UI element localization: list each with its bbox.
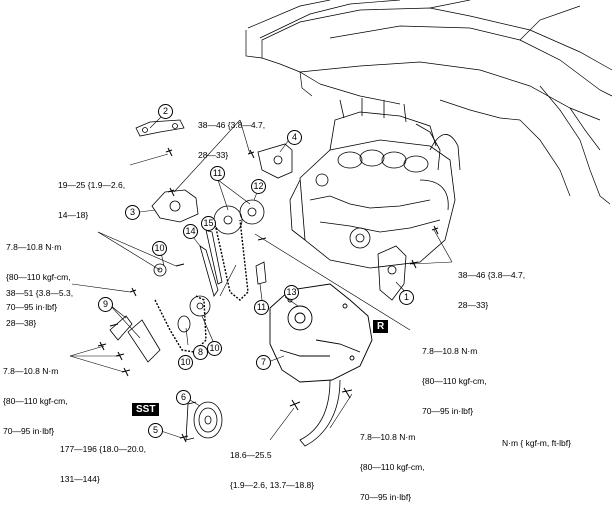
engine-bay-outline: [245, 0, 613, 205]
part-callout-11b: 11: [254, 300, 269, 315]
torque-line: 70—95 in·lbf}: [422, 406, 474, 416]
r-tag: R: [373, 320, 389, 333]
part-callout-9: 9: [98, 297, 113, 312]
part-callout-7: 7: [256, 355, 271, 370]
part-callout-15: 15: [201, 216, 216, 231]
part-callout-3: 3: [125, 205, 140, 220]
torque-line: 70—95 in·lbf}: [360, 492, 412, 502]
part-1-bracket: [377, 245, 407, 301]
torque-label-bracket-2-bolt: 19—25 {1.9—2.6, 14—18}: [58, 160, 125, 240]
torque-line: {80—110 kgf-cm,: [3, 396, 68, 406]
torque-label-mount-bolts: 38—46 {3.8—4.7, 28—33}: [458, 250, 525, 330]
tensioner: [127, 319, 161, 363]
units-note: N·m { kgf-m, ft-lbf}: [502, 438, 571, 448]
torque-label-pipe-bolt: 18.6—25.5 {1.9—2.6, 13.7—18.8}: [230, 430, 314, 510]
bolts: [97, 147, 439, 443]
part-callout-2: 2: [158, 104, 173, 119]
part-callout-12: 12: [251, 179, 266, 194]
chain-guide-15: [205, 229, 223, 285]
torque-line: 70—95 in·lbf}: [6, 302, 58, 312]
chain-guide-14: [199, 245, 219, 297]
exploded-view-diagram: 38—46 {3.8—4.7, 28—33} 19—25 {1.9—2.6, 1…: [3, 0, 613, 502]
torque-line: 7.8—10.8 N·m: [3, 366, 59, 376]
part-callout-1: 1: [399, 290, 414, 305]
torque-line: 14—18}: [58, 210, 89, 220]
torque-label-lower-cover-bolt: 7.8—10.8 N·m {80—110 kgf-cm, 70—95 in·lb…: [360, 412, 425, 522]
camshaft-sprocket-2: [239, 199, 265, 225]
torque-line: 7.8—10.8 N·m: [6, 242, 62, 252]
torque-line: 177—196 {18.0—20.0,: [60, 444, 147, 454]
crank-sprocket: [189, 295, 211, 317]
part-callout-14: 14: [183, 224, 198, 239]
part-callout-5: 5: [148, 423, 163, 438]
plunger-11: [255, 261, 267, 285]
torque-label-guide-bolts: 7.8—10.8 N·m {80—110 kgf-cm, 70—95 in·lb…: [3, 346, 68, 456]
torque-label-sprocket-bolts: 7.8—10.8 N·m {80—110 kgf-cm, 70—95 in·lb…: [6, 222, 71, 332]
torque-line: 131—144}: [60, 474, 100, 484]
spacer-10: [177, 315, 191, 333]
part-2-bracket: [135, 119, 185, 137]
torque-line: 38—46 {3.8—4.7,: [198, 120, 266, 130]
part-callout-6: 6: [176, 390, 191, 405]
part-callout-8: 8: [193, 345, 208, 360]
torque-line: 38—46 {3.8—4.7,: [458, 270, 526, 280]
torque-line: {1.9—2.6, 13.7—18.8}: [230, 480, 315, 490]
torque-line: 70—95 in·lbf}: [3, 426, 55, 436]
torque-line: 19—25 {1.9—2.6,: [58, 180, 126, 190]
crankshaft-pulley: [185, 401, 223, 441]
torque-label-oil-pump-bolt: 38—51 {3.8—5.3, 28—38}: [6, 268, 73, 348]
engine-block: [289, 98, 461, 269]
engine-line-art: [69, 0, 613, 447]
torque-line: {80—110 kgf-cm,: [6, 272, 71, 282]
torque-line: 18.6—25.5: [230, 450, 272, 460]
part-callout-10c: 10: [178, 355, 193, 370]
torque-line: {80—110 kgf-cm,: [360, 462, 425, 472]
torque-line: 38—51 {3.8—5.3,: [6, 288, 74, 298]
timing-chain: [154, 219, 249, 353]
torque-line: {80—110 kgf-cm,: [422, 376, 487, 386]
part-9-guide: [109, 315, 133, 341]
part-4-bracket: [257, 143, 293, 179]
torque-label-upper-bracket-bolts: 38—46 {3.8—4.7, 28—33}: [198, 100, 265, 180]
torque-line: 28—33}: [198, 150, 229, 160]
sst-tag: SST: [132, 403, 160, 416]
timing-cover: [269, 283, 373, 383]
camshaft-sprocket: [213, 205, 243, 235]
part-callout-10b: 10: [207, 341, 222, 356]
part-callout-4: 4: [287, 130, 302, 145]
part-callout-10a: 10: [152, 241, 167, 256]
coolant-pipe: [299, 379, 341, 447]
part-3-mount: [151, 189, 199, 223]
torque-label-cover-bolts: 7.8—10.8 N·m {80—110 kgf-cm, 70—95 in·lb…: [422, 326, 487, 436]
torque-line: 7.8—10.8 N·m: [422, 346, 478, 356]
torque-line: 7.8—10.8 N·m: [360, 432, 416, 442]
oil-pump-sprocket: [153, 263, 167, 277]
torque-label-pulley-bolt: 177—196 {18.0—20.0, 131—144}: [60, 424, 146, 504]
torque-line: 28—38}: [6, 318, 37, 328]
torque-line: 28—33}: [458, 300, 489, 310]
part-callout-13: 13: [284, 285, 299, 300]
part-callout-11a: 11: [210, 166, 225, 181]
